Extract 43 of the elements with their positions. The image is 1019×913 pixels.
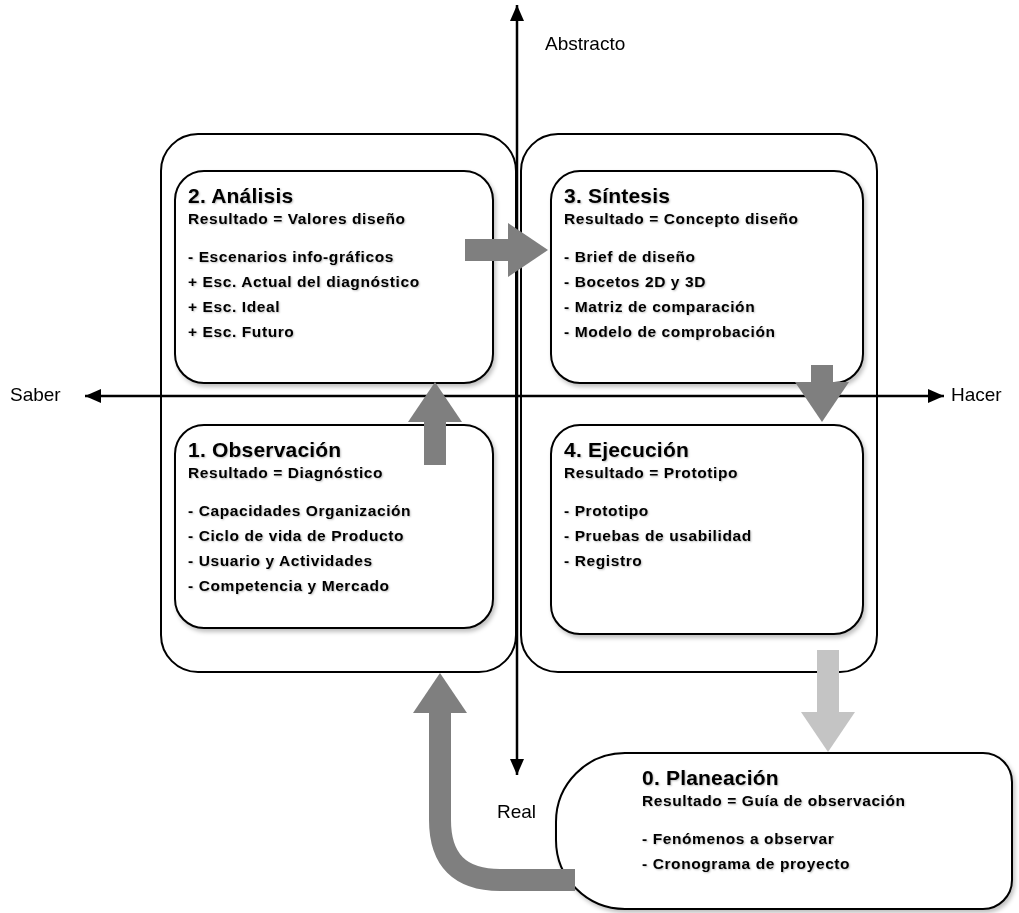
list-item: - Brief de diseño xyxy=(564,248,696,266)
box-heading: 2. Análisis xyxy=(188,184,294,208)
list-item: - Registro xyxy=(564,552,643,570)
list-item: + Esc. Futuro xyxy=(188,323,295,341)
block-arrow xyxy=(465,223,548,277)
list-item: - Pruebas de usabilidad xyxy=(564,527,752,545)
result-text: Resultado = Concepto diseño xyxy=(564,210,799,228)
result-text: Resultado = Diagnóstico xyxy=(188,464,384,482)
list-item: - Capacidades Organización xyxy=(188,502,412,520)
block-arrow xyxy=(408,382,462,465)
list-item: - Escenarios info-gráficos xyxy=(188,248,394,266)
block-arrow xyxy=(801,650,855,752)
list-item: - Bocetos 2D y 3D xyxy=(564,273,706,291)
list-item: + Esc. Actual del diagnóstico xyxy=(188,273,420,291)
block-arrow xyxy=(795,365,849,422)
box-heading: 3. Síntesis xyxy=(564,184,671,208)
box-heading: 0. Planeación xyxy=(642,766,779,790)
axis-label: Hacer xyxy=(951,384,1002,406)
axis-label: Real xyxy=(497,801,537,823)
result-text: Resultado = Guía de observación xyxy=(642,792,906,810)
result-text: Resultado = Valores diseño xyxy=(188,210,406,228)
box-heading: 4. Ejecución xyxy=(564,438,689,462)
list-item: - Ciclo de vida de Producto xyxy=(188,527,404,545)
box-heading: 1. Observación xyxy=(188,438,342,462)
outer-frame xyxy=(520,133,878,673)
process-box xyxy=(550,424,864,635)
list-item: - Modelo de comprobación xyxy=(564,323,776,341)
list-item: - Matriz de comparación xyxy=(564,298,756,316)
process-box xyxy=(555,752,1013,910)
outer-frame xyxy=(160,133,517,673)
list-item: - Fenómenos a observar xyxy=(642,830,835,848)
axis-label: Saber xyxy=(10,384,61,406)
list-item: - Cronograma de proyecto xyxy=(642,855,851,873)
list-item: - Usuario y Actividades xyxy=(188,552,373,570)
block-arrow xyxy=(413,673,575,891)
list-item: - Competencia y Mercado xyxy=(188,577,390,595)
list-item: + Esc. Ideal xyxy=(188,298,281,316)
list-item: - Prototipo xyxy=(564,502,649,520)
process-box xyxy=(550,170,864,384)
axis-label: Abstracto xyxy=(545,33,626,55)
process-box xyxy=(174,170,494,384)
result-text: Resultado = Prototipo xyxy=(564,464,739,482)
process-box xyxy=(174,424,494,629)
